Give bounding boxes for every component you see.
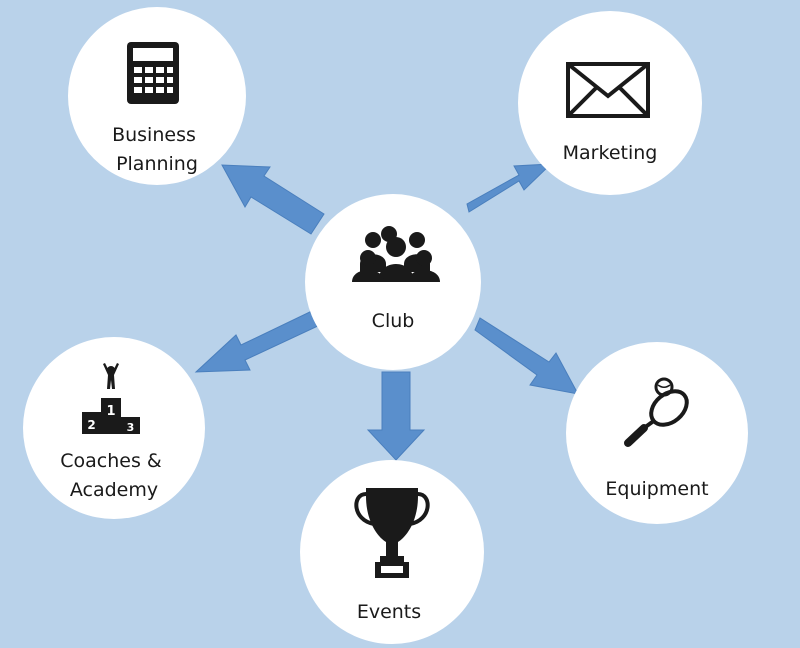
node-coaches-academy: 1 2 3 Coaches & Academy (23, 337, 205, 519)
node-label: Events (357, 601, 421, 623)
node-marketing: Marketing (518, 11, 702, 195)
label-line: Business (112, 124, 196, 146)
envelope-icon (566, 62, 650, 118)
label-line: Planning (116, 153, 198, 175)
node-label: Business Planning (112, 124, 202, 175)
podium-number: 2 (87, 418, 95, 432)
arrow-to-coaches-academy (194, 309, 321, 373)
podium-icon: 1 2 3 (82, 363, 140, 434)
node-equipment: Equipment (566, 342, 748, 524)
node-events: Events (300, 460, 484, 644)
arrow-to-marketing (466, 163, 553, 213)
podium-number: 1 (106, 404, 115, 419)
node-label: Coaches & Academy (60, 450, 168, 501)
node-label: Equipment (605, 478, 708, 500)
node-label: Marketing (563, 142, 658, 164)
calculator-icon (127, 42, 179, 104)
label-line: Coaches & (60, 450, 162, 472)
people-group-icon (352, 226, 440, 282)
podium-number: 3 (127, 421, 135, 434)
arrow-to-events (366, 371, 426, 461)
node-business-planning: Business Planning (68, 7, 246, 185)
node-label: Club (372, 310, 415, 332)
node-circle (566, 342, 748, 524)
node-circle (518, 11, 702, 195)
node-club: Club (305, 194, 481, 370)
trophy-icon (354, 488, 430, 578)
label-line: Academy (70, 479, 158, 501)
arrow-to-equipment (474, 317, 579, 395)
tennis-racket-icon (624, 377, 689, 447)
arrows (194, 163, 579, 461)
arrow-to-business-planning (221, 164, 325, 235)
